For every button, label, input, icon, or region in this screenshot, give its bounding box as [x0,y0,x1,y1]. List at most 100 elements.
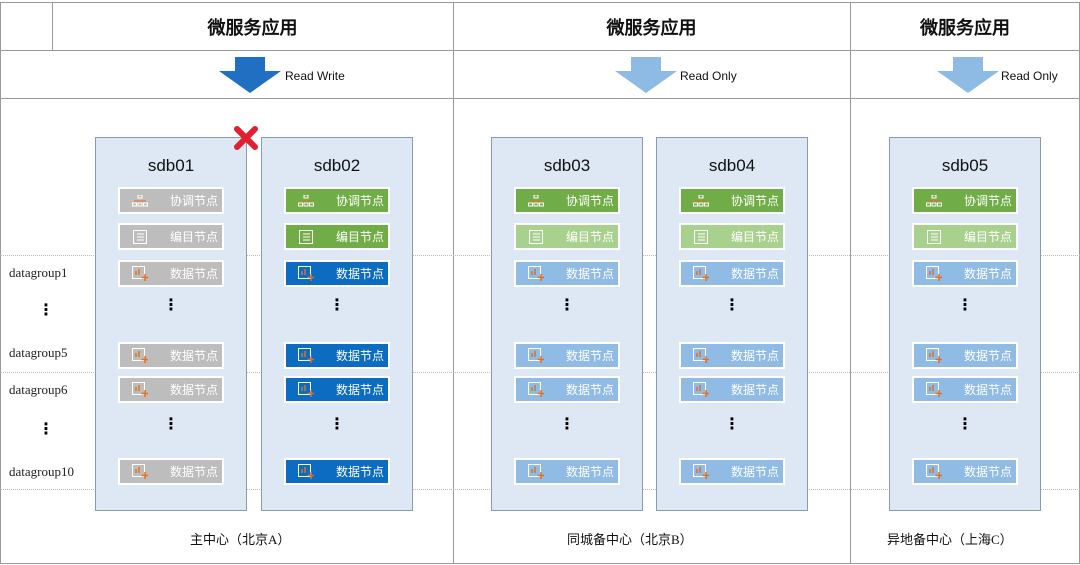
node-label: 数据节点 [170,267,219,281]
data-node[interactable]: 数据节点 [118,458,224,485]
catalog-node[interactable]: 编目节点 [912,223,1018,250]
data-node-icon [298,348,314,363]
divider [52,2,53,50]
coord-node[interactable]: 协调节点 [284,187,390,214]
node-label: 数据节点 [964,383,1013,397]
catalog-node-icon [528,229,544,244]
data-node[interactable]: 数据节点 [679,458,785,485]
data-node-icon [926,382,942,397]
coord-node[interactable]: 协调节点 [912,187,1018,214]
node-label: 数据节点 [731,383,780,397]
access-label-2: Read Only [680,69,737,83]
data-node-icon [926,464,942,479]
divider [453,2,454,564]
data-node-icon [693,382,709,397]
server-name: sdb01 [147,156,195,175]
center-label-beijing-b: 同城备中心（北京B） [567,532,693,547]
data-node-icon [926,348,942,363]
data-node-icon [132,382,148,397]
node-label: 协调节点 [964,194,1013,208]
row-label-datagroup10: datagroup10 [9,464,74,479]
more-nodes-ellipsis: ⋮ [163,297,179,314]
data-node[interactable]: 数据节点 [118,260,224,287]
data-node[interactable]: 数据节点 [284,342,390,369]
coord-node-icon [528,194,544,208]
divider [0,98,1080,99]
node-label: 数据节点 [964,465,1013,479]
data-node[interactable]: 数据节点 [514,260,620,287]
node-label: 编目节点 [336,230,385,244]
node-label: 数据节点 [170,465,219,479]
node-label: 编目节点 [170,230,219,244]
data-node[interactable]: 数据节点 [679,376,785,403]
node-label: 数据节点 [731,349,780,363]
center-label-beijing-a: 主中心（北京A） [190,532,291,547]
node-label: 数据节点 [731,267,780,281]
node-label: 数据节点 [964,349,1013,363]
row-label-datagroup1: datagroup1 [9,265,68,280]
data-node[interactable]: 数据节点 [514,342,620,369]
node-label: 数据节点 [964,267,1013,281]
data-node-icon [528,266,544,281]
server-name: sdb02 [313,156,361,175]
data-node-icon [926,266,942,281]
data-node[interactable]: 数据节点 [912,458,1018,485]
catalog-node[interactable]: 编目节点 [514,223,620,250]
data-node-icon [132,348,148,363]
coord-node[interactable]: 协调节点 [514,187,620,214]
catalog-node[interactable]: 编目节点 [284,223,390,250]
data-node[interactable]: 数据节点 [118,376,224,403]
coord-node-icon [926,194,942,208]
more-nodes-ellipsis: ⋮ [559,416,575,433]
node-label: 协调节点 [336,194,385,208]
coord-node[interactable]: 协调节点 [118,187,224,214]
data-node[interactable]: 数据节点 [514,376,620,403]
catalog-node[interactable]: 编目节点 [679,223,785,250]
more-nodes-ellipsis: ⋮ [163,416,179,433]
coord-node-icon [132,194,148,208]
more-nodes-ellipsis: ⋮ [957,297,973,314]
catalog-node[interactable]: 编目节点 [118,223,224,250]
data-node[interactable]: 数据节点 [679,342,785,369]
data-node[interactable]: 数据节点 [912,376,1018,403]
node-label: 协调节点 [170,194,219,208]
data-node-icon [132,464,148,479]
coord-node[interactable]: 协调节点 [679,187,785,214]
catalog-node-icon [693,229,709,244]
more-nodes-ellipsis: ⋮ [724,416,740,433]
node-label: 数据节点 [170,383,219,397]
data-node[interactable]: 数据节点 [284,260,390,287]
data-node-icon [132,266,148,281]
data-node[interactable]: 数据节点 [679,260,785,287]
data-node[interactable]: 数据节点 [284,458,390,485]
server-name: sdb03 [543,156,591,175]
data-node-icon [528,382,544,397]
app-header-1: 微服务应用 [207,18,298,38]
node-label: 数据节点 [170,349,219,363]
data-node[interactable]: 数据节点 [912,260,1018,287]
data-node[interactable]: 数据节点 [118,342,224,369]
data-node-icon [693,464,709,479]
row-label-datagroup5: datagroup5 [9,345,68,360]
node-label: 数据节点 [336,349,385,363]
failure-x-icon [234,126,258,155]
read-only-arrow-icon [937,57,999,93]
node-label: 数据节点 [566,267,615,281]
more-nodes-ellipsis: ⋮ [559,297,575,314]
coord-node-icon [298,194,314,208]
app-header-3: 微服务应用 [920,18,1010,38]
node-label: 编目节点 [964,230,1013,244]
center-label-shanghai-c: 异地备中心（上海C） [887,532,1013,547]
node-label: 数据节点 [731,465,780,479]
data-node[interactable]: 数据节点 [514,458,620,485]
server-name: sdb05 [941,156,989,175]
access-label-3: Read Only [1001,69,1058,83]
data-node[interactable]: 数据节点 [284,376,390,403]
node-label: 数据节点 [336,267,385,281]
data-node[interactable]: 数据节点 [912,342,1018,369]
row-ellipsis: ⋮ [38,302,54,319]
